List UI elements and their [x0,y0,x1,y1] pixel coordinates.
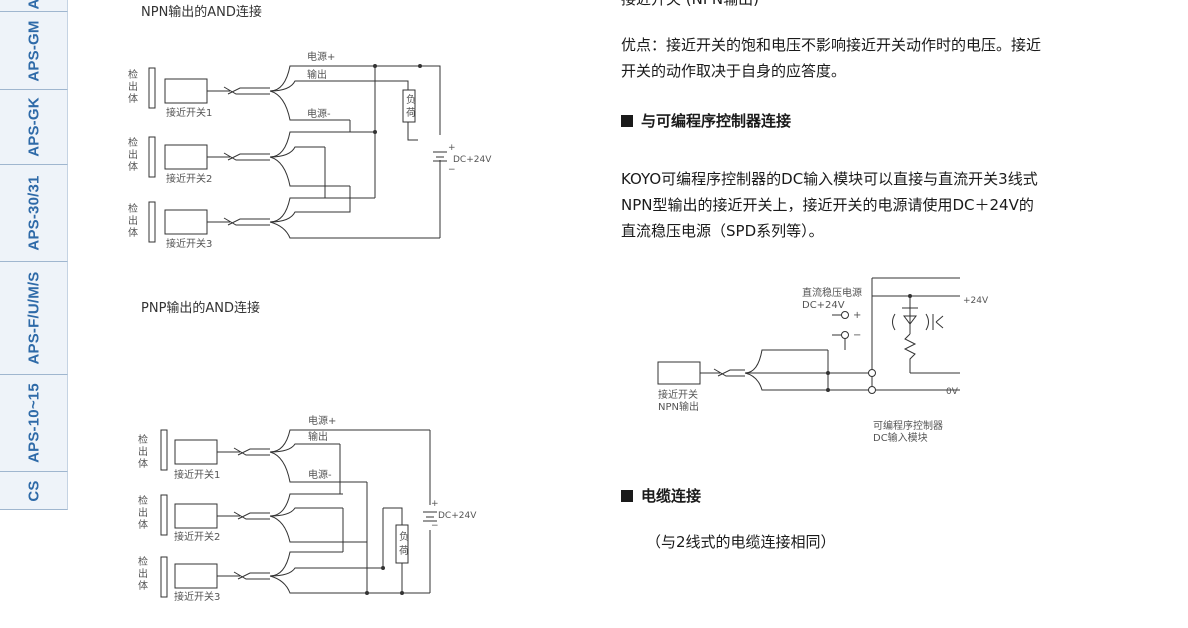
npn-switch-label-2: 接近开关2 [166,172,212,185]
pnp-switch-3 [174,563,218,589]
pnp-switch-label-3: 接近开关3 [174,590,220,603]
pnp-load-label-2: 荷 [399,545,409,557]
plc-switch-label-2: NPN输出 [658,400,699,413]
plc-body-text: KOYO可编程序控制器的DC输入模块可以直接与直流开关3线式NPN型输出的接近开… [621,170,1038,240]
pnp-detect-label-7: 检 [138,555,148,568]
npn-detect-label-7: 检 [128,202,138,215]
npn-load-label-1: 负 [406,93,416,106]
plc-psu-label: 直流稳压电源 [802,286,862,299]
npn-wire-label-power-plus: 电源+ [307,50,335,63]
npn-caption: NPN输出的AND连接 [141,5,262,20]
plc-plus-label: + [853,310,861,321]
npn-detect-body-2 [148,136,156,178]
plc-connection-diagram: 直流稳压电源 DC+24V + − +24V 0V 接近开关 NPN输出 可编程… [657,277,989,444]
plc-module-label-1: 可编程序控制器 [873,419,943,432]
side-tab-cs[interactable]: CS [0,472,68,510]
plc-switch-label-1: 接近开关 [658,388,698,401]
side-tab-a[interactable]: A [0,0,68,12]
pnp-detect-label-8: 出 [138,567,148,580]
plc-psu-dc-label: DC+24V [802,300,845,311]
advantage-text: 优点：接近开关的饱和电压不影响接近开关动作时的电压。接近开关的动作取决于自身的应… [621,36,1042,80]
npn-switch-3 [164,209,208,235]
pnp-detect-body-1 [160,429,168,471]
pnp-load-label-1: 负 [399,530,409,543]
pnp-switch-2 [174,503,218,529]
pnp-switch-1 [174,439,218,465]
pnp-detect-label-1: 检 [138,433,148,446]
pnp-minus-label: − [431,521,439,531]
npn-detect-label-1: 检 [128,68,138,81]
pnp-and-diagram: 检 出 体 检 出 体 检 出 体 接近开关1 接近开关2 接近开关3 电源+ … [138,414,477,603]
pnp-detect-body-3 [160,556,168,598]
side-tab-aps-fums[interactable]: APS-F/U/M/S [0,262,68,375]
npn-and-diagram: 检 出 体 检 出 体 检 出 体 接近开关1 接近开关2 接近开关3 电源+ … [128,50,492,250]
square-bullet-icon [621,490,633,502]
cable-note: （与2线式的电缆连接相同） [646,533,836,551]
npn-detect-label-6: 体 [128,161,138,173]
pnp-detect-label-5: 出 [138,506,148,519]
npn-detect-label-9: 体 [128,227,138,239]
plc-module-label-2: DC输入模块 [873,431,928,444]
pnp-wire-label-power-minus: 电源- [308,468,332,481]
npn-switch-2 [164,144,208,170]
npn-wire-label-power-minus: 电源- [307,107,331,120]
npn-detect-label-8: 出 [128,214,138,227]
plc-heading: 与可编程序控制器连接 [621,108,791,134]
npn-detect-label-2: 出 [128,80,138,93]
pnp-plus-label: + [431,499,439,509]
pnp-load [395,524,409,564]
pnp-switch-label-2: 接近开关2 [174,530,220,543]
npn-detect-label-5: 出 [128,148,138,161]
npn-switch-label-3: 接近开关3 [166,237,212,250]
side-tab-aps-gm[interactable]: APS-GM [0,12,68,90]
npn-detect-body-1 [148,67,156,109]
pnp-wire-label-power-plus: 电源+ [308,414,336,427]
header-partial-line: 接近开关 (NPN输出) [621,0,759,12]
pnp-detect-label-3: 体 [138,458,148,470]
npn-switch-label-1: 接近开关1 [166,106,212,119]
npn-switch-1 [164,78,208,104]
cable-heading: 电缆连接 [621,483,701,509]
npn-load-label-2: 荷 [406,107,416,119]
pnp-detect-label-4: 检 [138,494,148,507]
plc-0v-label: 0V [946,387,959,397]
side-tab-aps-gk[interactable]: APS-GK [0,90,68,165]
side-tab-aps-30-31[interactable]: APS-30/31 [0,165,68,262]
npn-detect-body-3 [148,201,156,243]
npn-dc-label: DC+24V [453,155,492,165]
square-bullet-icon [621,115,633,127]
pnp-switch-label-1: 接近开关1 [174,468,220,481]
pnp-detect-body-2 [160,494,168,536]
side-tab-aps-10-15[interactable]: APS-10~15 [0,375,68,472]
npn-load [402,89,416,123]
plc-24v-label: +24V [963,296,989,306]
npn-detect-label-4: 检 [128,136,138,149]
plc-minus-label: − [853,330,861,341]
plc-switch-box [657,361,701,385]
pnp-dc-label: DC+24V [438,511,477,521]
pnp-detect-label-6: 体 [138,519,148,531]
pnp-detect-label-2: 出 [138,445,148,458]
side-tab-strip: CS APS-10~15 APS-F/U/M/S APS-30/31 APS-G… [0,0,68,510]
npn-wire-label-output: 输出 [307,68,327,81]
npn-minus-label: − [448,165,456,175]
pnp-caption: PNP输出的AND连接 [141,301,261,316]
npn-plus-label: + [448,143,456,153]
npn-detect-label-3: 体 [128,93,138,105]
pnp-detect-label-9: 体 [138,580,148,592]
pnp-wire-label-output: 输出 [308,430,328,443]
